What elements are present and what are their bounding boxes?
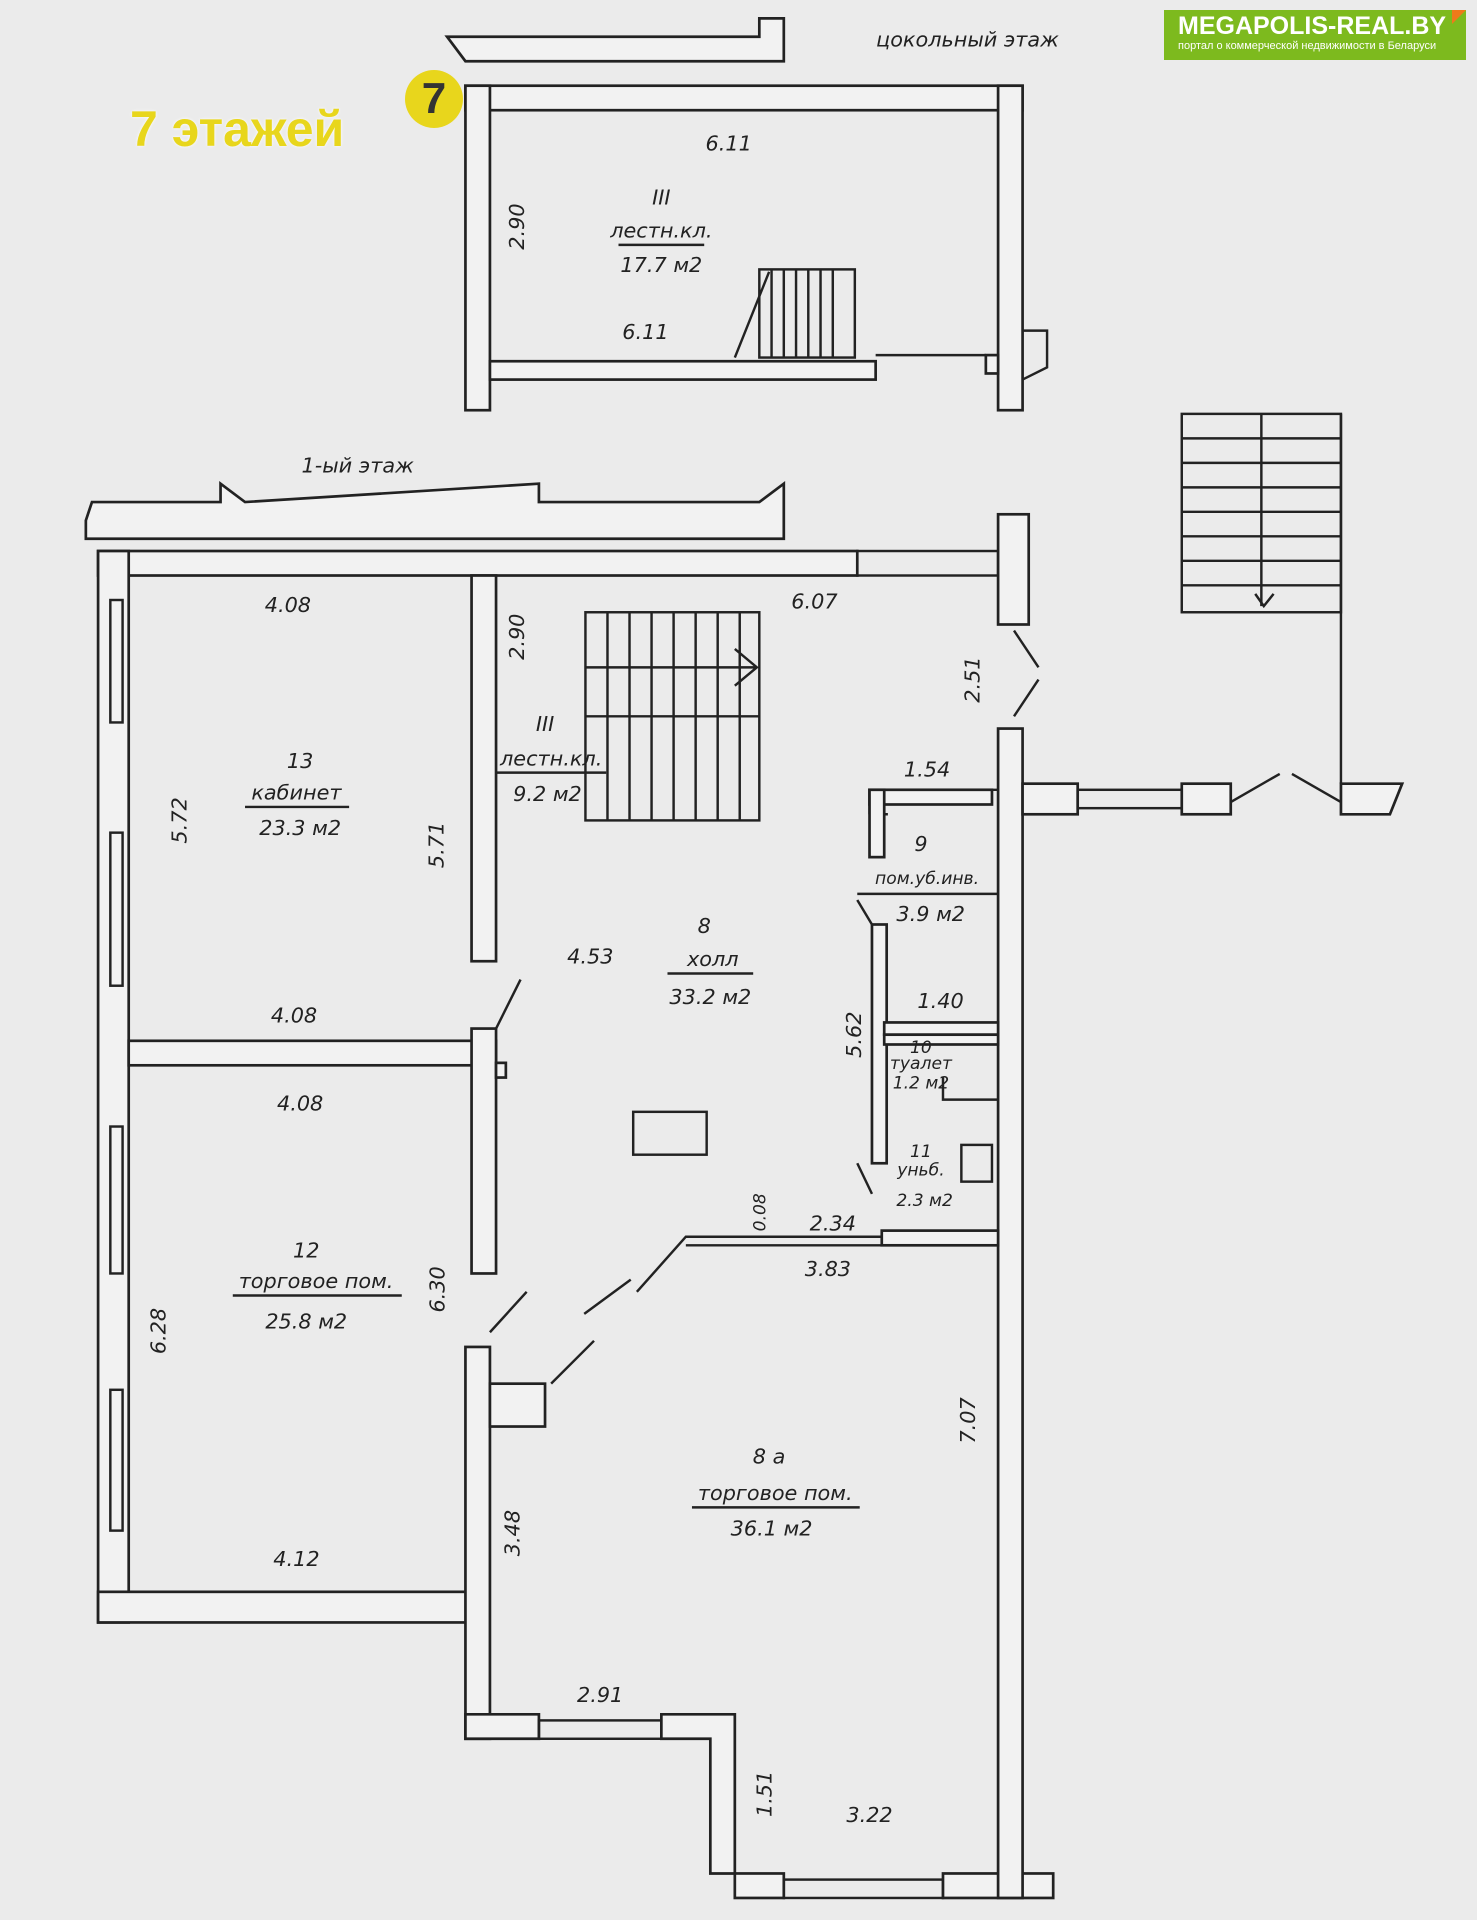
room-name: торговое пом. [239,1269,394,1293]
basement-stairs [733,268,857,359]
room-number: 13 [287,749,313,773]
dim-label: 6.11 [706,132,752,156]
room-name: туалет [890,1054,953,1074]
room-number: 10 [910,1038,932,1058]
floors-badge: 7 [405,70,463,128]
svg-text:5.62: 5.62 [842,1012,866,1058]
svg-text:5.71: 5.71 [424,822,448,868]
brand-tagline: портал о коммерческой недвижимости в Бел… [1178,40,1437,52]
room-number: 12 [293,1239,319,1263]
brand-name: MEGAPOLIS-REAL.BY [1178,12,1447,40]
svg-text:2.91: 2.91 [577,1683,623,1707]
svg-text:4.08: 4.08 [265,593,311,617]
room-number: 8 а [753,1444,786,1468]
dim-label: 2.90 [505,203,529,249]
svg-text:1.51: 1.51 [753,1771,777,1817]
room-name: пом.уб.инв. [875,869,979,889]
room-area: 36.1 м2 [731,1517,813,1541]
svg-text:2.90: 2.90 [505,614,529,660]
svg-text:6.30: 6.30 [426,1266,450,1312]
room-number: III [536,712,554,736]
basement-walls [444,17,1049,412]
first-floor-title: 1-ый этаж [302,454,415,478]
svg-text:3.48: 3.48 [500,1510,524,1556]
room-number: 9 [914,832,927,856]
room-name: лестн.кл. [499,746,602,770]
svg-text:6.28: 6.28 [146,1308,170,1354]
svg-text:2.51: 2.51 [961,656,985,702]
room-area: 3.9 м2 [896,902,965,926]
room-area: 2.3 м2 [896,1191,953,1211]
room-area: 25.8 м2 [265,1310,347,1334]
basement-title: цокольный этаж [876,28,1059,52]
dim-label: 6.11 [622,320,668,344]
room-name: лестн.кл. [609,219,712,243]
svg-text:4.12: 4.12 [273,1547,319,1571]
hall-stairs [584,611,761,822]
svg-text:5.72: 5.72 [167,797,191,843]
room-name: уньб. [896,1161,944,1181]
svg-text:4.08: 4.08 [277,1092,323,1116]
svg-text:4.08: 4.08 [271,1003,317,1027]
outdoor-stairs [1180,412,1343,784]
room-name: холл [686,947,739,971]
room-number: III [652,185,670,209]
room-area: 33.2 м2 [669,985,751,1009]
first-floor-walls [84,480,1405,1900]
svg-text:7.07: 7.07 [956,1396,980,1443]
svg-text:0.08: 0.08 [750,1193,770,1231]
room-area: 1.2 м2 [893,1074,950,1094]
room-area: 9.2 м2 [513,782,582,806]
room-number: 8 [698,914,711,938]
svg-text:1.40: 1.40 [917,989,963,1013]
svg-text:6.07: 6.07 [791,590,838,614]
svg-text:2.34: 2.34 [810,1212,856,1236]
floors-count-label: 7 этажей [130,101,345,157]
svg-text:4.53: 4.53 [567,945,613,969]
brand-logo[interactable]: MEGAPOLIS-REAL.BY портал о коммерческой … [1164,10,1466,60]
room-area: 17.7 м2 [620,253,702,277]
svg-text:3.83: 3.83 [805,1257,851,1281]
room-name: торговое пом. [698,1481,853,1505]
room-area: 23.3 м2 [259,816,341,840]
logo-corner [1452,10,1466,24]
room-number: 11 [910,1142,932,1162]
svg-text:3.22: 3.22 [846,1803,892,1827]
svg-text:1.54: 1.54 [904,757,950,781]
dimensions: 4.08 6.07 2.90 2.51 1.54 5.72 5.71 4.53 … [146,590,984,1827]
room-name: кабинет [251,781,342,805]
